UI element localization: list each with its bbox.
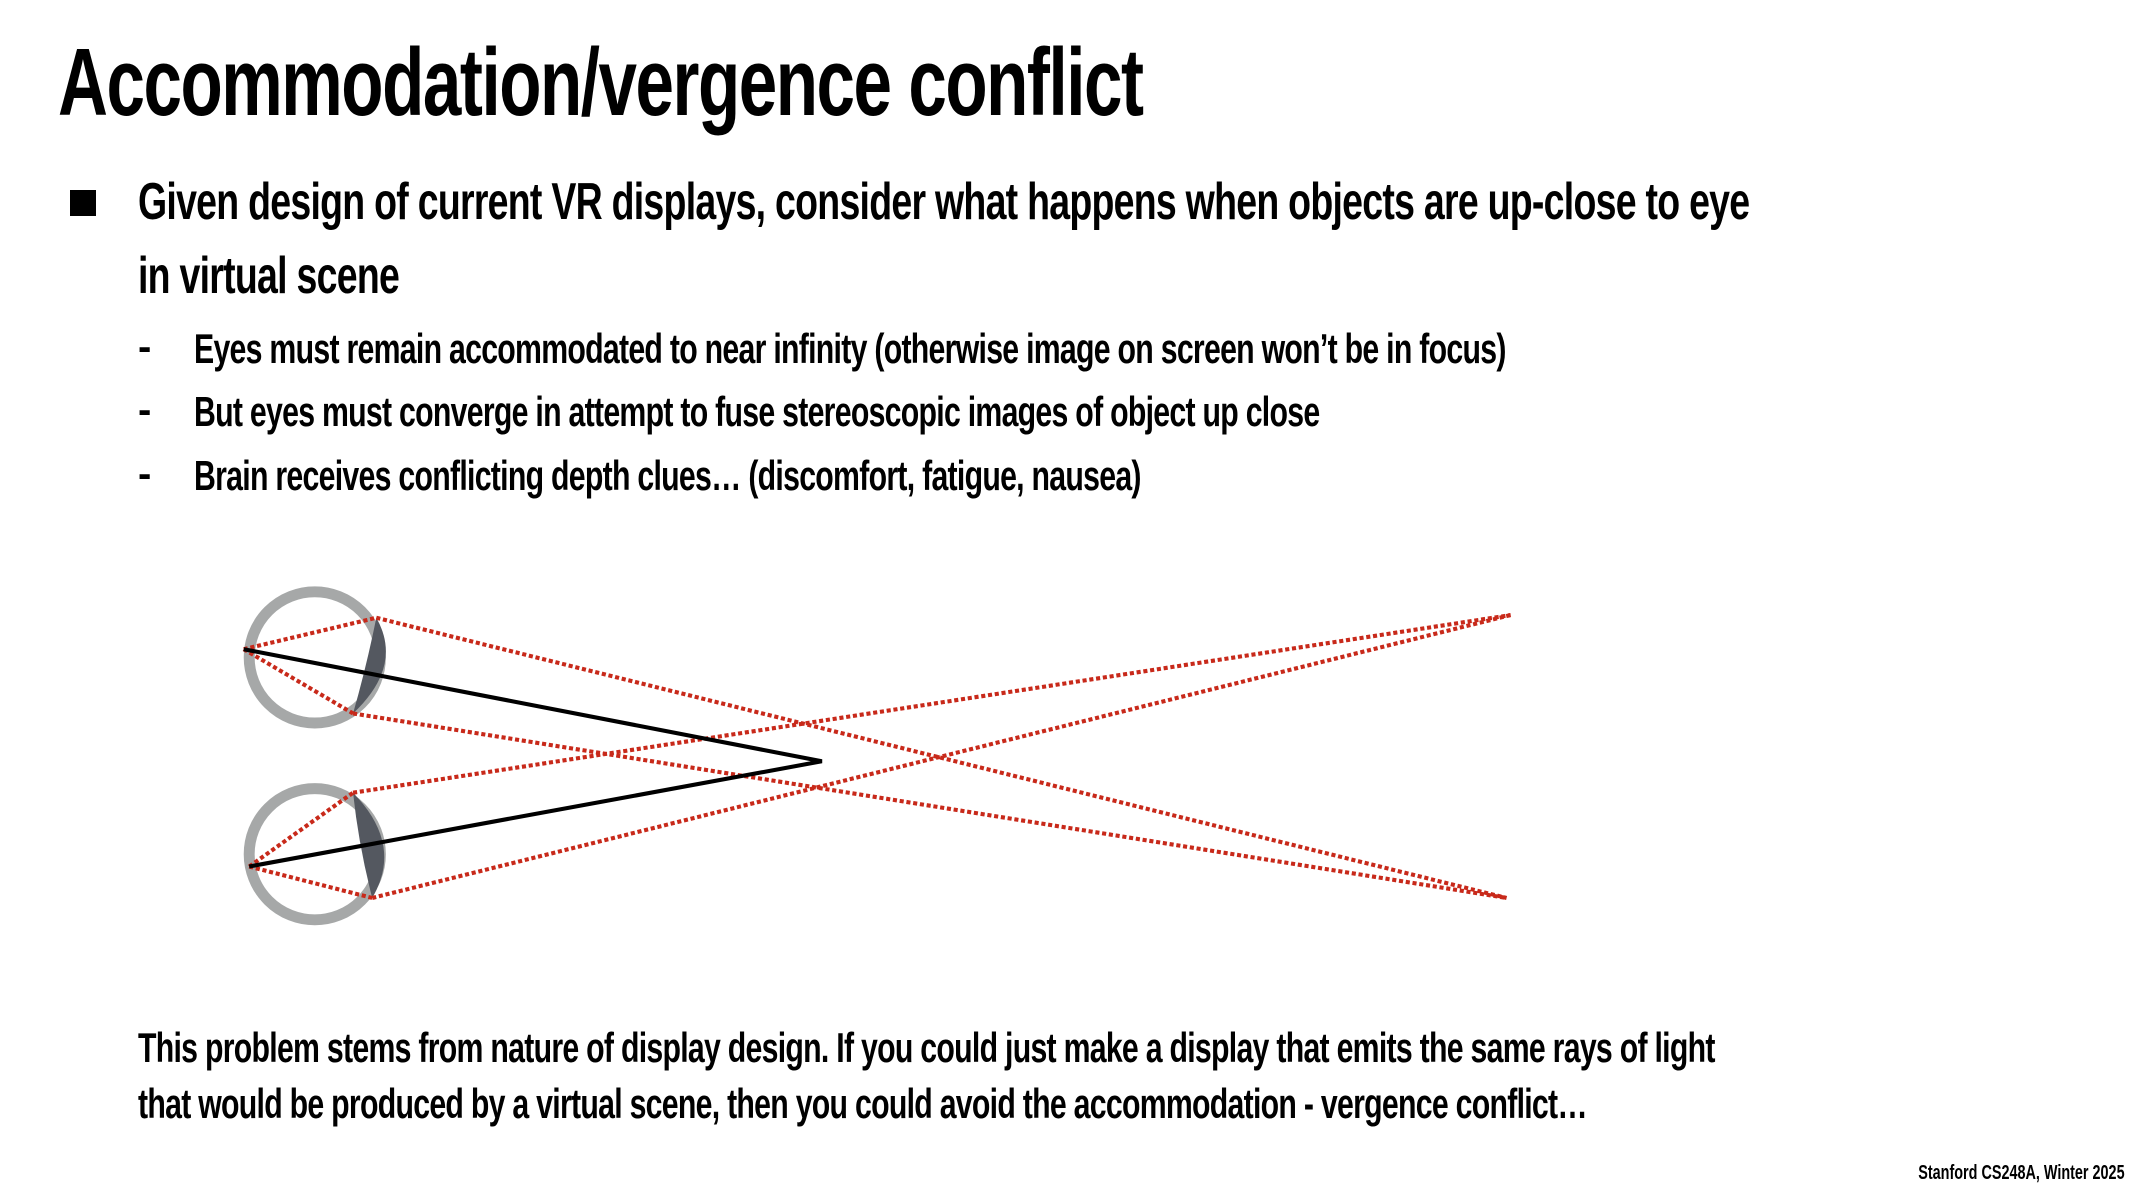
sub-bullet-dash: - xyxy=(138,452,152,496)
slide-title: Accommodation/vergence conflict xyxy=(58,29,1144,136)
bullet-line-1: Given design of current VR displays, con… xyxy=(138,173,1750,231)
conclusion-line-2: that would be produced by a virtual scen… xyxy=(138,1080,1588,1127)
bullet-square-icon xyxy=(70,190,96,216)
bullet-line-2: in virtual scene xyxy=(138,247,400,305)
lens xyxy=(353,617,386,714)
footer-credit: Stanford CS248A, Winter 2025 xyxy=(1918,1162,2125,1184)
sub-bullet-1: Eyes must remain accommodated to near in… xyxy=(194,325,1506,372)
sub-bullet-2: But eyes must converge in attempt to fus… xyxy=(194,388,1320,435)
sub-bullet-3: Brain receives conflicting depth clues… … xyxy=(194,452,1142,499)
top-eye xyxy=(243,586,386,729)
sight-lines xyxy=(243,647,823,869)
sub-bullet-dash: - xyxy=(138,388,152,432)
light-rays xyxy=(242,613,1512,900)
sub-bullet-dash: - xyxy=(138,325,152,369)
conclusion-line-1: This problem stems from nature of displa… xyxy=(138,1024,1715,1071)
